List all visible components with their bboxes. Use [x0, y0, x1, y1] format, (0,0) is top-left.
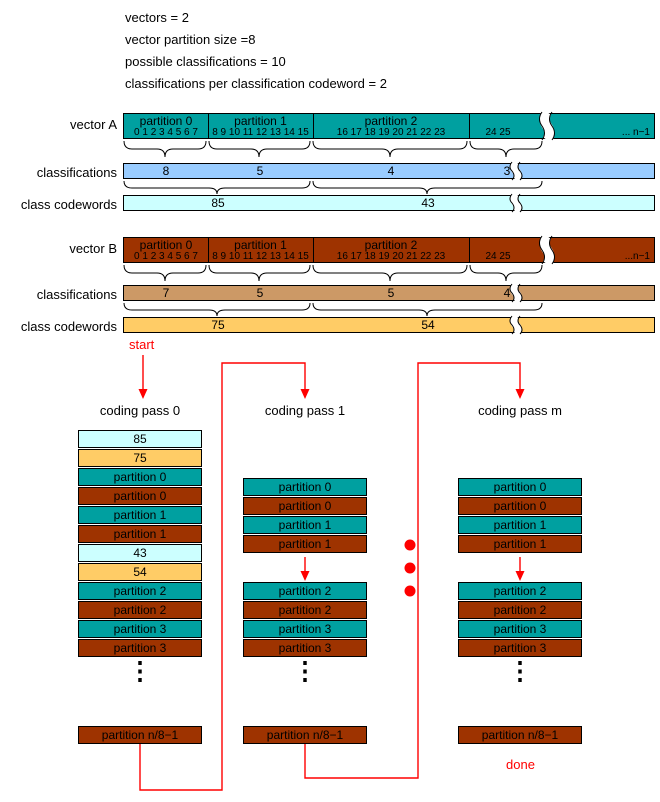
- classification-value: 5: [256, 286, 264, 300]
- vector-b-bar: partition 0 partition 1 partition 2 0 1 …: [123, 237, 655, 263]
- partition-name: partition 0: [139, 238, 193, 252]
- partition-indices: 8 9 10 11 12 13 14 15: [212, 251, 309, 262]
- pass-cell-last: partition n/8−1: [243, 726, 367, 744]
- pass-cell: partition 1: [78, 506, 202, 524]
- vector-a-bar: partition 0 partition 1 partition 2 0 1 …: [123, 113, 655, 139]
- classifications-label: classifications: [36, 165, 117, 180]
- coding-pass-0-column: coding pass 0 85 75 partition 0 partitio…: [78, 0, 202, 802]
- classification-value: 8: [162, 164, 170, 178]
- partition-name: partition 1: [234, 238, 287, 252]
- codeword-value: 43: [421, 196, 435, 210]
- pass-cell: partition 2: [78, 601, 202, 619]
- pass-cell: partition 2: [78, 582, 202, 600]
- pass-cell: partition 3: [458, 620, 582, 638]
- partition-indices: 24 25: [485, 127, 511, 138]
- partition-divider: [469, 238, 470, 262]
- classification-value: 4: [503, 286, 511, 300]
- pass-cell: partition 0: [78, 468, 202, 486]
- vector-tail-label: ... n−1: [621, 127, 650, 138]
- codeword-value: 75: [211, 318, 225, 332]
- pass-cell: partition 1: [243, 535, 367, 553]
- pass-cell: partition 1: [78, 525, 202, 543]
- header-line: vectors = 2: [125, 10, 189, 25]
- vertical-ellipsis-icon: ⋮: [292, 657, 318, 685]
- classification-value: 7: [162, 286, 170, 300]
- start-label: start: [129, 337, 155, 352]
- partition-indices: 8 9 10 11 12 13 14 15: [212, 127, 309, 138]
- pass-cell: partition 0: [78, 487, 202, 505]
- partition-indices: 0 1 2 3 4 5 6 7: [134, 251, 198, 262]
- partition-name: partition 0: [139, 114, 193, 128]
- class-codewords-label: class codewords: [20, 319, 117, 334]
- header-line: vector partition size =8: [125, 32, 256, 47]
- pass-cell: partition 2: [458, 582, 582, 600]
- vector-b-label: vector B: [69, 241, 117, 256]
- pass-cell: partition 2: [458, 601, 582, 619]
- partition-divider: [313, 238, 314, 262]
- pass-cell: partition 2: [243, 582, 367, 600]
- classification-value: 3: [503, 164, 511, 178]
- codeword-value: 54: [421, 318, 435, 332]
- classification-value: 4: [387, 164, 395, 178]
- partition-indices: 0 1 2 3 4 5 6 7: [134, 127, 198, 138]
- coding-pass-label: coding pass 0: [99, 403, 181, 418]
- pass-cell: partition 1: [243, 516, 367, 534]
- classification-value: 5: [256, 164, 264, 178]
- pass-cell: partition 0: [458, 497, 582, 515]
- partition-divider: [208, 238, 209, 262]
- classifications-label: classifications: [36, 287, 117, 302]
- header-line: classifications per classification codew…: [125, 76, 387, 91]
- pass-cell-last: partition n/8−1: [458, 726, 582, 744]
- pass-cell: partition 2: [243, 601, 367, 619]
- pass-cell: 43: [78, 544, 202, 562]
- partition-divider: [313, 114, 314, 138]
- partition-indices: 24 25: [485, 251, 511, 262]
- header-line: possible classifications = 10: [125, 54, 286, 69]
- pass-cell: partition 0: [243, 478, 367, 496]
- partition-divider: [469, 114, 470, 138]
- pass-cell-last: partition n/8−1: [78, 726, 202, 744]
- vertical-ellipsis-icon: ⋮: [507, 657, 533, 685]
- vertical-ellipsis-icon: ⋮: [127, 657, 153, 685]
- pass-cell: partition 3: [243, 620, 367, 638]
- pass-cell: partition 1: [458, 535, 582, 553]
- pass-cell: 75: [78, 449, 202, 467]
- pass-cell: partition 0: [243, 497, 367, 515]
- codeword-value: 85: [211, 196, 225, 210]
- pass-cell: 85: [78, 430, 202, 448]
- class-codewords-label: class codewords: [20, 197, 117, 212]
- pass-cell: 54: [78, 563, 202, 581]
- coding-pass-m-column: coding pass m partition 0 partition 0 pa…: [458, 0, 582, 802]
- pass-cell: partition 0: [458, 478, 582, 496]
- pass-cell: partition 3: [78, 639, 202, 657]
- vector-tail-label: ...n−1: [624, 251, 650, 262]
- partition-name: partition 1: [234, 114, 287, 128]
- coding-pass-label: coding pass 1: [264, 403, 346, 418]
- partition-name: partition 2: [364, 114, 418, 128]
- pass-cell: partition 3: [243, 639, 367, 657]
- partition-name: partition 2: [364, 238, 418, 252]
- vector-a-label: vector A: [70, 117, 117, 132]
- partition-indices: 16 17 18 19 20 21 22 23: [336, 251, 446, 262]
- sequence-dots-icon: [404, 539, 416, 597]
- partition-indices: 16 17 18 19 20 21 22 23: [336, 127, 446, 138]
- classification-value: 5: [387, 286, 395, 300]
- partition-divider: [208, 114, 209, 138]
- coding-pass-1-column: coding pass 1 partition 0 partition 0 pa…: [243, 0, 367, 802]
- coding-pass-label: coding pass m: [478, 403, 562, 418]
- pass-cell: partition 1: [458, 516, 582, 534]
- pass-cell: partition 3: [78, 620, 202, 638]
- pass-cell: partition 3: [458, 639, 582, 657]
